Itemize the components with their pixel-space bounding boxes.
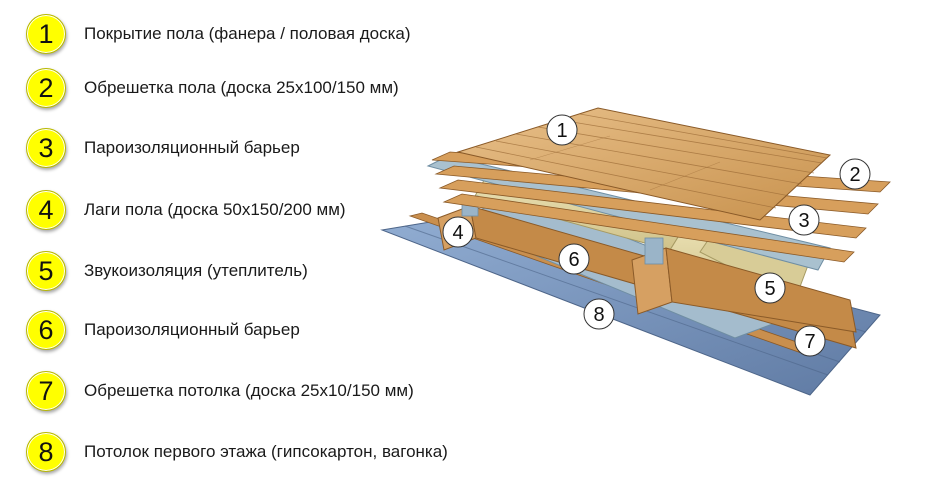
number-badge-3: 3 (26, 128, 66, 168)
callout-label-6: 6 (568, 249, 579, 271)
callout-2: 2 (839, 158, 871, 190)
number-badge-5: 5 (26, 251, 66, 291)
callout-1: 1 (546, 114, 578, 146)
callout-label-2: 2 (849, 164, 860, 186)
callout-label-1: 1 (556, 120, 567, 142)
legend-item-8: 8 Потолок первого этажа (гипсокартон, ва… (26, 432, 448, 472)
legend-item-5: 5 Звукоизоляция (утеплитель) (26, 251, 308, 291)
callout-label-5: 5 (764, 278, 775, 300)
callout-label-7: 7 (804, 331, 815, 353)
legend-text-8: Потолок первого этажа (гипсокартон, ваго… (84, 442, 448, 461)
legend-item-6: 6 Пароизоляционный барьер (26, 310, 300, 350)
number-badge-8: 8 (26, 432, 66, 472)
legend-text-5: Звукоизоляция (утеплитель) (84, 261, 308, 280)
legend-text-1: Покрытие пола (фанера / половая доска) (84, 24, 411, 43)
callout-7: 7 (794, 325, 826, 357)
number-badge-7: 7 (26, 371, 66, 411)
legend-item-2: 2 Обрешетка пола (доска 25х100/150 мм) (26, 68, 399, 108)
legend-text-6: Пароизоляционный барьер (84, 320, 300, 339)
number-badge-4: 4 (26, 190, 66, 230)
callout-6: 6 (558, 243, 590, 275)
legend: 1 Покрытие пола (фанера / половая доска)… (26, 14, 448, 472)
legend-text-4: Лаги пола (доска 50х150/200 мм) (84, 200, 346, 219)
legend-item-1: 1 Покрытие пола (фанера / половая доска) (26, 14, 411, 54)
legend-text-2: Обрешетка пола (доска 25х100/150 мм) (84, 78, 399, 97)
number-badge-2: 2 (26, 68, 66, 108)
legend-item-3: 3 Пароизоляционный барьер (26, 128, 300, 168)
number-badge-1: 1 (26, 14, 66, 54)
legend-item-4: 4 Лаги пола (доска 50х150/200 мм) (26, 190, 346, 230)
callout-8: 8 (583, 298, 615, 330)
callout-label-4: 4 (452, 222, 463, 244)
legend-text-7: Обрешетка потолка (доска 25х10/150 мм) (84, 381, 414, 400)
callout-5: 5 (754, 272, 786, 304)
callout-label-8: 8 (593, 304, 604, 326)
legend-item-7: 7 Обрешетка потолка (доска 25х10/150 мм) (26, 371, 414, 411)
legend-text-3: Пароизоляционный барьер (84, 138, 300, 157)
number-badge-6: 6 (26, 310, 66, 350)
callout-label-3: 3 (798, 210, 809, 232)
callout-3: 3 (788, 204, 820, 236)
callout-4: 4 (442, 216, 474, 248)
floor-cross-section-diagram: 1 2 3 4 5 6 7 8 (380, 107, 891, 396)
